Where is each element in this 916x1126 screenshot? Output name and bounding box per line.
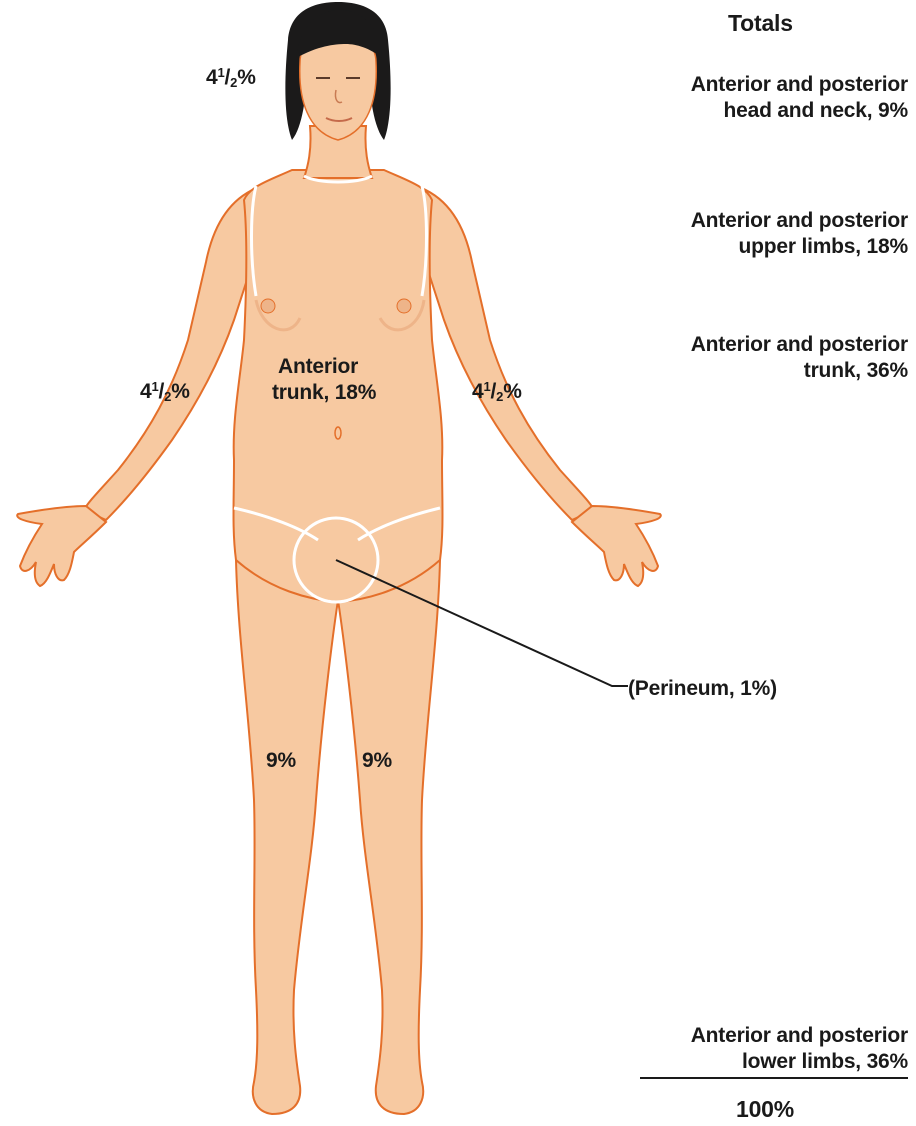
right-leg	[236, 560, 338, 1114]
anterior-trunk-label: Anterior trunk, 18%	[272, 354, 376, 406]
totals-heading: Totals	[728, 10, 793, 36]
anterior-trunk-line1: Anterior	[272, 354, 376, 380]
total-upper-limbs-line1: Anterior and posterior	[691, 208, 908, 234]
total-sum: 100%	[736, 1096, 794, 1122]
total-trunk-line2: trunk, 36%	[691, 358, 908, 384]
total-head-neck-line1: Anterior and posterior	[691, 72, 908, 98]
total-lower-limbs: Anterior and posterior lower limbs, 36%	[691, 1023, 908, 1075]
left-breast-areola	[397, 299, 411, 313]
total-upper-limbs: Anterior and posterior upper limbs, 18%	[691, 208, 908, 260]
totals-divider	[640, 1077, 908, 1079]
left-leg	[338, 560, 440, 1114]
total-trunk: Anterior and posterior trunk, 36%	[691, 332, 908, 384]
left-hand	[572, 506, 661, 586]
right-hand	[17, 506, 106, 586]
anterior-trunk-line2: trunk, 18%	[272, 380, 376, 406]
total-head-neck-line2: head and neck, 9%	[691, 98, 908, 124]
right-leg-percent-label: 9%	[266, 748, 296, 774]
total-lower-limbs-line2: lower limbs, 36%	[691, 1049, 908, 1075]
perineum-label: (Perineum, 1%)	[628, 676, 777, 702]
right-breast-areola	[261, 299, 275, 313]
left-leg-percent-label: 9%	[362, 748, 392, 774]
total-head-neck: Anterior and posterior head and neck, 9%	[691, 72, 908, 124]
total-trunk-line1: Anterior and posterior	[691, 332, 908, 358]
total-lower-limbs-line1: Anterior and posterior	[691, 1023, 908, 1049]
head-percent-label: 41/2%	[206, 60, 256, 96]
right-arm-percent-label: 41/2%	[140, 374, 190, 410]
left-arm-percent-label: 41/2%	[472, 374, 522, 410]
total-upper-limbs-line2: upper limbs, 18%	[691, 234, 908, 260]
